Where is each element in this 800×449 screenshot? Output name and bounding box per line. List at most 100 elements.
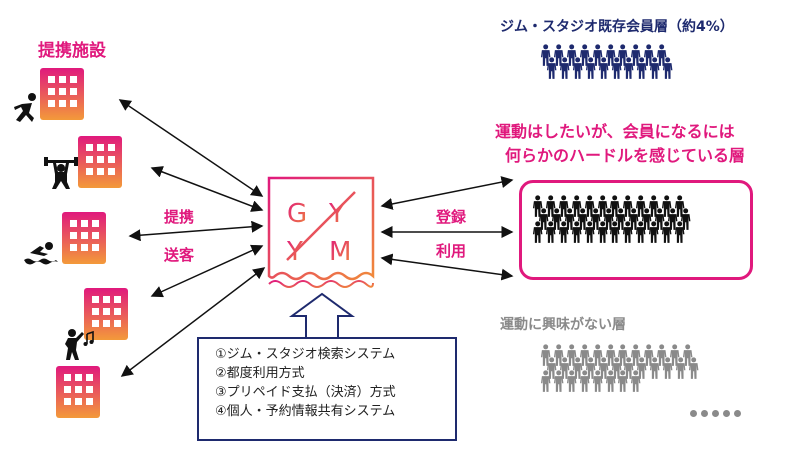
segment-target-title-line2: 何らかのハードルを感じている層 — [505, 146, 746, 165]
person-icon — [635, 221, 646, 244]
person-icon — [553, 344, 564, 367]
person-icon — [622, 195, 633, 218]
feature-item: ②都度利用方式 — [215, 366, 305, 381]
person-icon — [611, 357, 622, 380]
feature-item: ①ジム・スタジオ検索システム — [215, 347, 396, 362]
person-icon — [584, 195, 595, 218]
logo-letter: Y — [328, 199, 345, 229]
person-icon — [630, 44, 641, 67]
person-icon — [669, 344, 680, 367]
person-icon — [609, 221, 620, 244]
logo-letter: M — [329, 237, 351, 267]
building-icon — [40, 68, 84, 120]
person-icon — [579, 344, 590, 367]
person-icon — [605, 44, 616, 67]
person-icon — [649, 57, 660, 80]
person-icon — [617, 44, 628, 67]
person-icon — [571, 195, 582, 218]
person-icon — [566, 44, 577, 67]
person-icon — [566, 344, 577, 367]
person-icon — [688, 357, 699, 380]
person-icon — [592, 44, 603, 67]
runner-icon — [14, 93, 36, 122]
ellipsis-dot — [712, 410, 719, 417]
person-icon — [643, 44, 654, 67]
person-icon — [571, 221, 582, 244]
person-icon — [605, 370, 616, 393]
target-segment-box — [519, 180, 753, 280]
person-icon — [667, 208, 678, 231]
person-icon — [656, 344, 667, 367]
person-icon — [598, 57, 609, 80]
link-label-use: 利用 — [436, 242, 467, 260]
feature-item: ③プリペイド支払（決済）方式 — [215, 385, 396, 400]
features-box: ①ジム・スタジオ検索システム ②都度利用方式 ③プリペイド支払（決済）方式 ④個… — [197, 337, 457, 441]
person-icon — [584, 221, 595, 244]
person-icon — [674, 195, 685, 218]
building-icon — [56, 366, 100, 418]
person-icon — [540, 370, 551, 393]
person-icon — [597, 221, 608, 244]
person-icon — [615, 208, 626, 231]
person-icon — [592, 370, 603, 393]
person-icon — [559, 57, 570, 80]
person-icon — [579, 44, 590, 67]
ellipsis-dot — [690, 410, 697, 417]
person-icon — [648, 221, 659, 244]
person-icon — [654, 208, 665, 231]
person-icon — [545, 195, 556, 218]
uninterested-crowd — [540, 344, 750, 420]
person-icon — [572, 57, 583, 80]
person-icon — [566, 370, 577, 393]
person-icon — [532, 195, 543, 218]
weightlifter-icon — [44, 157, 78, 189]
link-label-referral: 送客 — [164, 246, 195, 264]
person-icon — [605, 344, 616, 367]
person-icon — [674, 221, 685, 244]
person-icon — [661, 221, 672, 244]
person-icon — [630, 344, 641, 367]
facilities-title: 提携施設 — [38, 41, 106, 61]
segment-target-title-line1: 運動はしたいが、会員になるには — [495, 122, 735, 141]
person-icon — [538, 208, 549, 231]
person-icon — [656, 44, 667, 67]
person-icon — [553, 44, 564, 67]
person-icon — [559, 357, 570, 380]
person-icon — [532, 221, 543, 244]
person-icon — [540, 44, 551, 67]
person-icon — [675, 357, 686, 380]
logo-letter: G — [287, 199, 307, 229]
person-icon — [546, 57, 557, 80]
person-icon — [553, 370, 564, 393]
person-icon — [661, 195, 672, 218]
person-icon — [636, 357, 647, 380]
person-icon — [680, 208, 691, 231]
building-icon — [84, 288, 128, 340]
person-icon — [611, 57, 622, 80]
swimmer-icon — [24, 242, 58, 265]
person-icon — [630, 370, 641, 393]
person-icon — [592, 344, 603, 367]
person-icon — [648, 195, 659, 218]
person-icon — [623, 57, 634, 80]
logo-letter: Y — [286, 237, 303, 267]
feature-item: ④個人・予約情報共有システム — [215, 404, 396, 419]
person-icon — [622, 221, 633, 244]
existing-members-crowd — [540, 44, 720, 104]
link-label-partnership: 提携 — [164, 208, 195, 226]
link-label-register: 登録 — [436, 208, 467, 226]
segment-uninterested-title: 運動に興味がない層 — [500, 317, 626, 333]
person-icon — [603, 208, 614, 231]
person-icon — [558, 195, 569, 218]
ellipsis-dot — [734, 410, 741, 417]
target-crowd — [532, 195, 742, 269]
person-icon — [617, 344, 628, 367]
person-icon — [579, 370, 590, 393]
person-icon — [585, 357, 596, 380]
ellipsis-dot — [723, 410, 730, 417]
person-icon — [643, 344, 654, 367]
person-icon — [662, 357, 673, 380]
person-icon — [641, 208, 652, 231]
person-icon — [635, 195, 646, 218]
